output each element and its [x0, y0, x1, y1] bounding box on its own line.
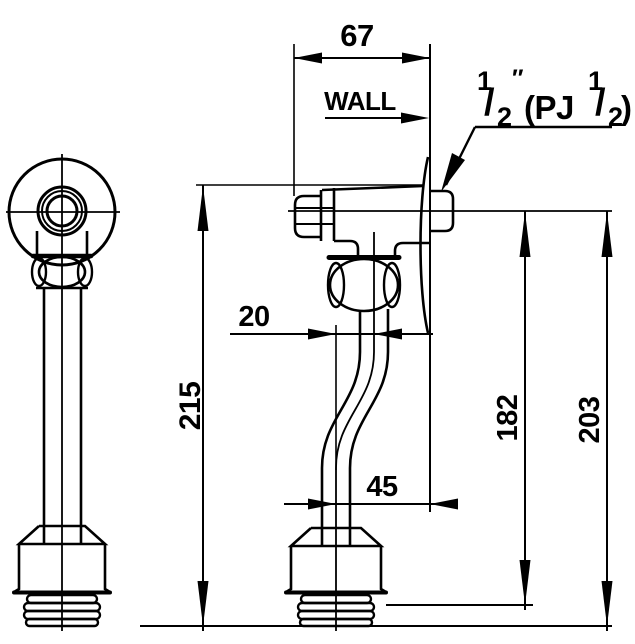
fitting-frac2-num: 1: [588, 66, 603, 96]
outlet-coupling-nut: [328, 257, 400, 313]
dim-height-203: 203: [574, 211, 613, 631]
fitting-frac1-slash: /: [484, 82, 495, 124]
arrowhead-left-icon: [430, 498, 458, 510]
front-nut-facet-left: [30, 256, 48, 288]
wall-label-text: WALL: [324, 86, 396, 116]
pipe-centerline: [335, 232, 375, 631]
pipe-outer-right: [348, 309, 390, 546]
button-center: [45, 194, 79, 228]
arrowhead-down-icon: [601, 581, 613, 626]
fitting-frac1-den: 2: [497, 102, 512, 132]
arrowhead-down-icon: [197, 581, 209, 626]
dim-67-text: 67: [340, 18, 373, 53]
pipe-outer-left: [320, 311, 362, 546]
dim-215-text: 215: [174, 382, 207, 431]
dim-height-182: 182: [386, 211, 533, 610]
push-button-cap: [293, 194, 322, 239]
fitting-frac2-slash: /: [595, 82, 606, 124]
dim-203-text: 203: [574, 396, 606, 443]
arrowhead-right-icon: [308, 328, 336, 340]
escutcheon-plate: [419, 156, 430, 334]
button-ring-outer: [36, 185, 88, 237]
side-view: [284, 44, 612, 631]
fitting-frac1-num: 1: [477, 66, 492, 96]
dim-20-text: 20: [238, 301, 269, 333]
outlet-nut-facet-left: [326, 261, 346, 309]
fitting-pj-text: (PJ: [524, 89, 574, 126]
dim-projection-67: 67: [293, 18, 430, 196]
outlet-nut-facet-right: [382, 261, 402, 309]
arrowhead-right-icon: [308, 498, 336, 510]
arrowhead-right-icon: [402, 52, 430, 64]
wall-arrowhead-icon: [401, 112, 429, 124]
body-top-edge: [321, 184, 424, 192]
dim-overall-height-215: 215: [140, 184, 612, 631]
dim-45-text: 45: [366, 471, 398, 503]
arrowhead-left-icon: [374, 328, 402, 340]
fitting-close-paren: ): [621, 89, 632, 126]
arrowhead-down-icon: [519, 560, 531, 605]
dim-182-text: 182: [492, 395, 524, 442]
body-bottom-right: [393, 241, 429, 256]
fitting-leader-arrowhead-icon: [441, 153, 465, 192]
front-nut-facet-right: [76, 256, 94, 288]
arrowhead-up-icon: [197, 186, 209, 231]
dim-pipe-offset-20: 20: [230, 301, 433, 470]
arrowhead-up-icon: [601, 212, 613, 257]
fitting-inch-mark: ″: [512, 65, 524, 92]
valve-body-circle: [7, 157, 117, 267]
fitting-size-annotation: 1 / 2 ″ (PJ 1 / 2 ): [441, 65, 632, 192]
dim-outlet-offset-45: 45: [284, 471, 458, 510]
front-view: [6, 154, 120, 631]
arrowhead-left-icon: [294, 52, 322, 64]
wall-nipple: [430, 189, 455, 233]
fitting-frac2-den: 2: [608, 102, 623, 132]
body-bottom-left: [334, 239, 360, 256]
arrowhead-up-icon: [519, 212, 531, 257]
front-thread-4: [24, 617, 100, 628]
wall-annotation: WALL: [324, 86, 429, 124]
button-ring-inner: [41, 190, 83, 232]
